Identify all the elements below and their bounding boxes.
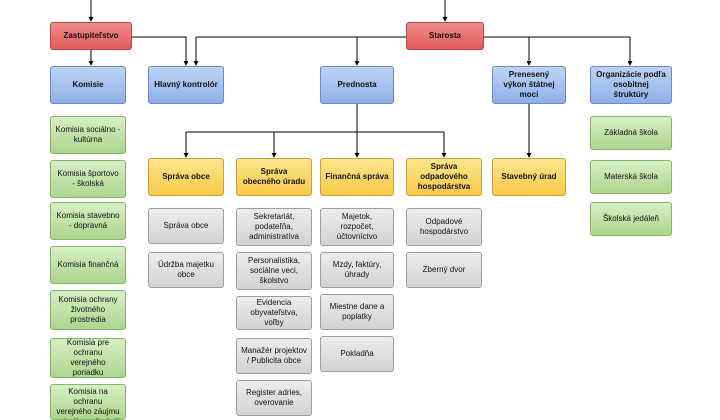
node-so-udrzba[interactable]: Údržba majetku obce: [148, 252, 224, 288]
node-komisia-poriadok[interactable]: Komisia pre ochranu verejného poriadku: [50, 338, 126, 378]
node-komisia-zivotne[interactable]: Komisia ochrany životného prostredia: [50, 290, 126, 330]
node-sprava-odpadoveho[interactable]: Správa odpadového hospodárstva: [406, 158, 482, 196]
node-sou-manazer[interactable]: Manažér projektov / Publicita obce: [236, 338, 312, 374]
node-sou-evidencia[interactable]: Evidencia obyvateľstva, voľby: [236, 296, 312, 330]
node-preneseny-vykon[interactable]: Prenesený výkon štátnej moci: [492, 66, 566, 104]
node-materska-skola[interactable]: Materská škola: [590, 160, 672, 194]
node-komisie[interactable]: Komisie: [50, 66, 126, 104]
node-prednosta[interactable]: Prednosta: [320, 66, 394, 104]
node-fs-pokladna[interactable]: Pokladňa: [320, 336, 394, 372]
node-sou-personalistika[interactable]: Personalistika, sociálne veci, školstvo: [236, 252, 312, 290]
node-odp-hospodarstvo[interactable]: Odpadové hospodárstvo: [406, 208, 482, 246]
node-financna-sprava[interactable]: Finančná správa: [320, 158, 394, 196]
node-sou-register[interactable]: Register adries, overovanie: [236, 380, 312, 416]
node-odp-zberny-dvor[interactable]: Zberný dvor: [406, 252, 482, 288]
node-fs-mzdy[interactable]: Mzdy, faktúry, úhrady: [320, 252, 394, 288]
node-sprava-obce[interactable]: Správa obce: [148, 158, 224, 196]
node-fs-majetok[interactable]: Majetok, rozpočet, účtovníctvo: [320, 208, 394, 246]
node-zakladna-skola[interactable]: Základná škola: [590, 116, 672, 150]
node-komisia-stavebno[interactable]: Komisia stavebno - dopravná: [50, 202, 126, 240]
node-organizacie[interactable]: Organizácie podľa osobitnej štruktúry: [590, 66, 672, 104]
node-komisia-sportovo[interactable]: Komisia športovo - školská: [50, 160, 126, 198]
node-komisia-socialno[interactable]: Komisia sociálno - kultúrna: [50, 116, 126, 154]
node-komisia-financna[interactable]: Komisia finančná: [50, 246, 126, 284]
node-sprava-obecneho-uradu[interactable]: Správa obecného úradu: [236, 158, 312, 196]
node-hlavny-kontrolor[interactable]: Hlavný kontrolór: [148, 66, 224, 104]
node-so-sprava-obce[interactable]: Správa obce: [148, 208, 224, 244]
node-stavebny-urad[interactable]: Stavebný úrad: [492, 158, 566, 196]
node-zastupitelstvo[interactable]: Zastupiteľstvo: [50, 22, 132, 50]
node-fs-miestne-dane[interactable]: Miestne dane a poplatky: [320, 294, 394, 330]
node-starosta[interactable]: Starosta: [406, 22, 484, 50]
node-sou-sekretariat[interactable]: Sekretariát, podateľňa, administratíva: [236, 208, 312, 246]
node-komisia-zaujem[interactable]: Komisia na ochranu verejného záujmu pri …: [50, 384, 126, 420]
node-skolska-jedalen[interactable]: Školská jedáleň: [590, 202, 672, 236]
